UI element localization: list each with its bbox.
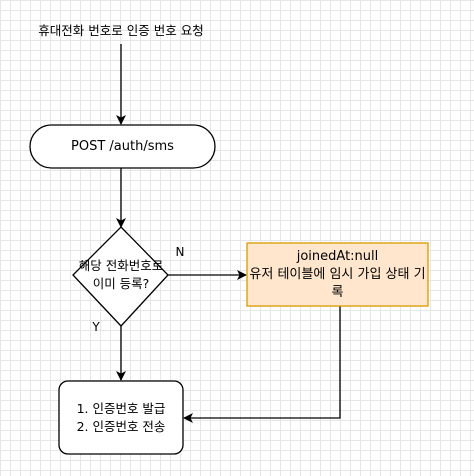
send-code-box <box>58 380 184 455</box>
decision-diamond <box>72 226 169 327</box>
post-request-terminator <box>29 124 216 169</box>
send-code-label: 1. 인증번호 발급 2. 인증번호 전송 <box>76 400 166 434</box>
arrow-record-to-send <box>183 306 341 423</box>
start-label: 휴대전화 번호로 인증 번호 요청 <box>38 23 204 38</box>
decision-label: 해당 전화번호로 이미 등록? <box>78 258 164 291</box>
no-edge-label: N <box>175 245 185 259</box>
temp-record-box <box>246 242 429 307</box>
temp-record-label: joinedAt:null 유저 테이블에 임시 가입 상태 기록 <box>249 248 426 300</box>
post-request-label: POST /auth/sms <box>71 138 174 154</box>
yes-edge-label: Y <box>92 320 100 334</box>
